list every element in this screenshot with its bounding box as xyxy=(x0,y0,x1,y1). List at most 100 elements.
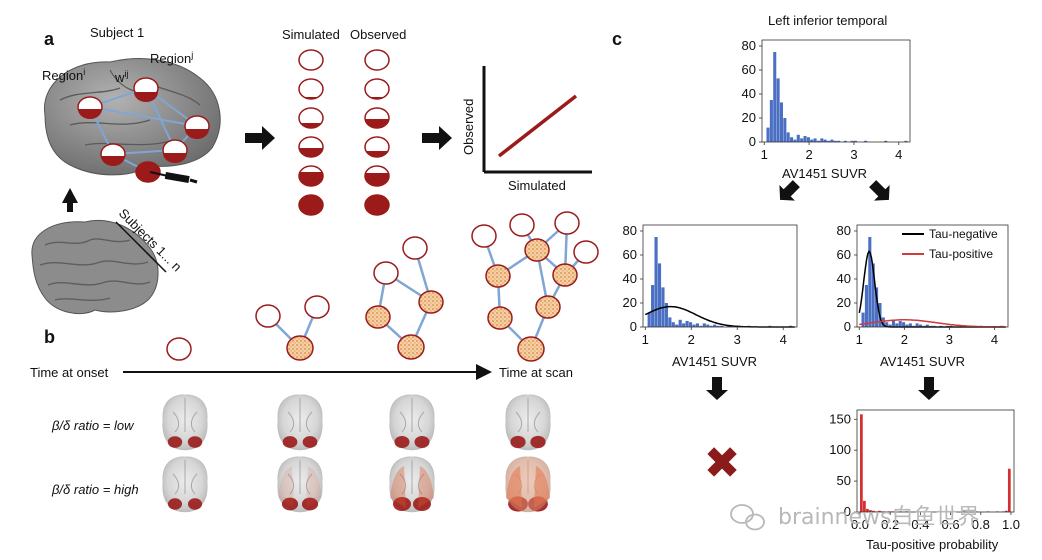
ratio-low-label: β/δ ratio = low xyxy=(51,418,135,433)
histogram-bar xyxy=(806,137,810,142)
histogram-bar xyxy=(853,140,858,142)
histogram-bar xyxy=(895,323,899,327)
histogram-bar xyxy=(891,319,896,327)
observed-node xyxy=(364,165,390,187)
watermark: brainnews白鱼世界 xyxy=(730,504,979,531)
histogram-bar xyxy=(837,140,841,142)
histogram-bar xyxy=(866,508,869,512)
down-arrow-icon xyxy=(918,377,940,400)
histogram-bar xyxy=(796,134,800,142)
histogram-bar xyxy=(779,102,784,142)
mixture-legend: Tau-negative Tau-positive xyxy=(902,227,998,261)
x-tick-label: 2 xyxy=(805,147,812,162)
brain-medial-view xyxy=(43,58,221,184)
histogram-bar xyxy=(688,322,693,327)
histogram-bar xyxy=(682,323,686,327)
histogram-bar xyxy=(678,319,682,327)
right-arrow-icon xyxy=(245,126,275,150)
subject-title: Subject 1 xyxy=(90,25,144,40)
histogram-bar xyxy=(1007,468,1011,512)
x-tick-label: 0.8 xyxy=(972,517,990,532)
y-tick-label: 60 xyxy=(837,247,851,262)
simulated-node xyxy=(298,194,324,216)
coronal-slice xyxy=(277,394,323,451)
histogram-bar xyxy=(905,324,909,327)
x-tick-label: 4 xyxy=(991,332,998,347)
histogram-bar xyxy=(871,263,875,327)
histogram-bar xyxy=(651,285,655,327)
y-tick-label: 50 xyxy=(837,473,851,488)
histogram-bar xyxy=(915,323,919,327)
simulated-column-title: Simulated xyxy=(282,27,340,42)
coronal-slice xyxy=(505,394,551,451)
coronal-slice-grid xyxy=(162,394,551,513)
histogram-bar xyxy=(709,325,713,327)
x-tick-label: 4 xyxy=(780,332,787,347)
histogram-bar xyxy=(904,140,908,142)
x-tick-label: 0.2 xyxy=(881,517,899,532)
observed-node xyxy=(364,78,390,100)
plot-frame xyxy=(856,224,1009,328)
histogram-bar xyxy=(810,139,814,142)
histogram-bar xyxy=(668,317,672,327)
plot-frame xyxy=(856,409,1015,513)
correlation-line xyxy=(497,94,578,158)
observed-node xyxy=(364,49,390,71)
x-tick-label: 0.6 xyxy=(942,517,960,532)
down-right-arrow-icon xyxy=(869,180,890,201)
time-scan-label: Time at scan xyxy=(499,365,573,380)
histogram-bar xyxy=(790,137,794,142)
panel-label-b: b xyxy=(44,327,55,347)
y-tick-label: 80 xyxy=(742,38,756,53)
histogram-bar xyxy=(647,312,651,327)
up-arrow-icon xyxy=(62,188,78,212)
histogram-bar xyxy=(1004,510,1008,512)
syringe-icon xyxy=(149,171,198,184)
histogram-bar xyxy=(843,140,847,142)
coronal-slice xyxy=(162,394,208,451)
spread-stage-1 xyxy=(166,337,192,361)
y-tick-label: 80 xyxy=(837,223,851,238)
simulated-node xyxy=(298,136,324,158)
x-tick-label: 3 xyxy=(850,147,857,162)
histogram-bar xyxy=(888,324,892,327)
y-tick-label: 80 xyxy=(623,223,637,238)
coronal-slice xyxy=(505,456,551,513)
spread-stage-4 xyxy=(471,211,599,362)
histogram-bar xyxy=(872,510,875,512)
histogram-bar xyxy=(864,285,868,327)
histogram-bar xyxy=(803,136,807,142)
histogram-bar xyxy=(783,118,787,142)
plot-x-label: Simulated xyxy=(508,178,566,193)
simulated-node xyxy=(298,78,324,100)
histogram-top-title: Left inferior temporal xyxy=(768,13,887,28)
ratio-high-label: β/δ ratio = high xyxy=(51,482,139,497)
x-tick-label: 2 xyxy=(688,332,695,347)
coronal-slice xyxy=(277,456,323,513)
histogram-left-xlabel: AV1451 SUVR xyxy=(672,354,757,369)
right-arrow-icon xyxy=(422,126,452,150)
y-tick-label: 0 xyxy=(844,504,851,519)
legend-label-tau-negative: Tau-negative xyxy=(929,227,998,241)
histogram-bar xyxy=(713,324,717,327)
panel-b: b xyxy=(30,211,599,513)
histogram-bar xyxy=(881,317,885,327)
histogram-bar xyxy=(776,78,780,142)
histogram-bar xyxy=(908,323,912,327)
histogram-bar xyxy=(685,321,689,327)
histogram-bar xyxy=(695,323,700,327)
x-tick-label: 0.4 xyxy=(911,517,929,532)
histogram-bar xyxy=(864,140,868,142)
brain-lateral-view xyxy=(31,220,159,314)
histogram-bar xyxy=(898,321,902,327)
histogram-bar xyxy=(820,138,824,142)
histogram-bar xyxy=(773,52,777,142)
legend-label-tau-positive: Tau-positive xyxy=(929,247,993,261)
y-tick-label: 40 xyxy=(742,86,756,101)
x-tick-label: 2 xyxy=(901,332,908,347)
coronal-slice xyxy=(389,394,435,451)
observed-column-title: Observed xyxy=(350,27,406,42)
panel-label-a: a xyxy=(44,29,55,49)
histogram-bar xyxy=(869,510,872,512)
histogram-bar xyxy=(769,100,773,142)
